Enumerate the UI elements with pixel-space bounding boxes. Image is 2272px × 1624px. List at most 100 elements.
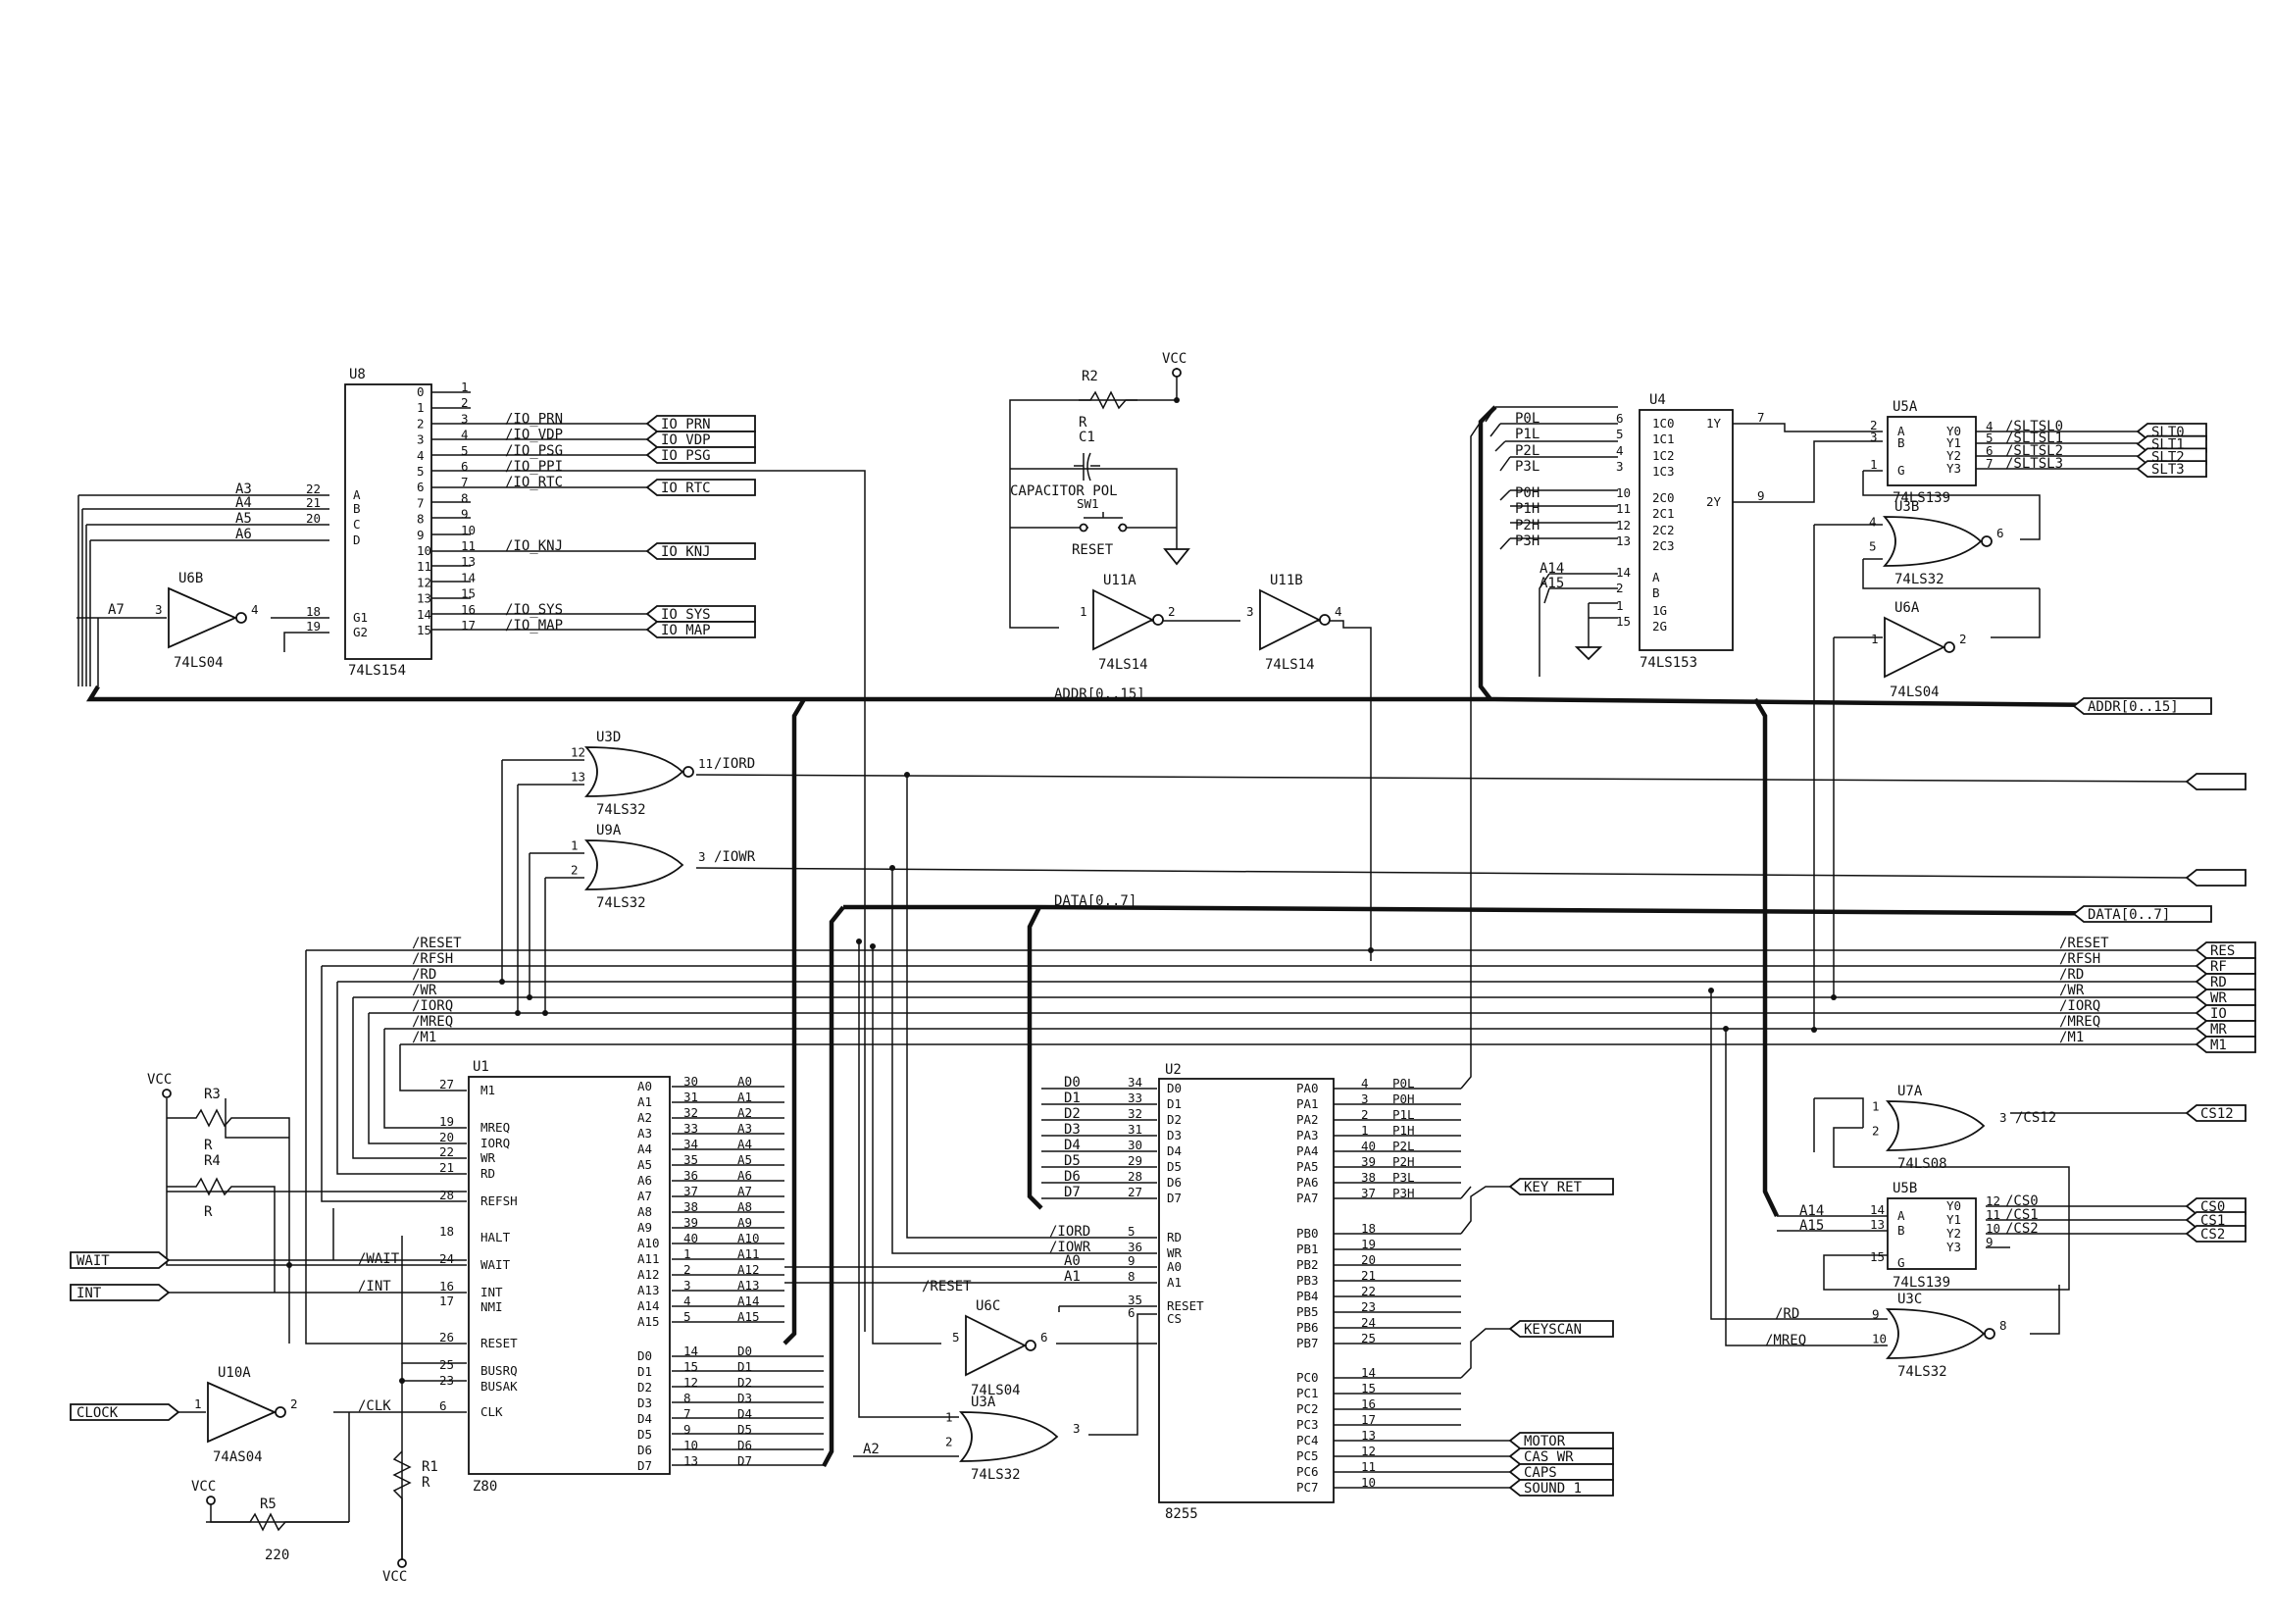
u2-pa-pin: PA2	[1296, 1112, 1319, 1127]
port-ctrl-rd: RD	[2195, 973, 2256, 990]
u9a-ref: U9A	[596, 823, 622, 838]
u2-pin-WR: WR	[1167, 1245, 1183, 1260]
u1-data-num: 8	[683, 1391, 691, 1405]
u4-pinnum-1C1: 5	[1616, 427, 1624, 441]
u10a-in-pin: 1	[194, 1396, 202, 1411]
u1-addr-net: A12	[737, 1262, 760, 1277]
u10a-out-pin: 2	[290, 1396, 298, 1411]
u11a-inverter-symbol	[1092, 588, 1155, 651]
u4-pinnum-1C3: 3	[1616, 459, 1624, 474]
u1-body	[468, 1076, 671, 1475]
u8-out-1: 1	[417, 400, 425, 415]
u8-outnet: /IO_VDP	[505, 428, 563, 443]
u1-addr-pin: A6	[637, 1173, 652, 1188]
u5b-pin-A: A	[1897, 1208, 1905, 1223]
port-iowr-right-shape	[2185, 869, 2247, 887]
u2-pb-num: 23	[1361, 1299, 1376, 1314]
u5b-pinnum-Y1: 11	[1986, 1207, 2000, 1222]
u5b-net-/CS2: /CS2	[2005, 1221, 2039, 1237]
u2-pinnum-WR: 36	[1128, 1240, 1142, 1254]
u10a-part: 74AS04	[213, 1449, 263, 1465]
port-io_map-label: IO_MAP	[661, 623, 711, 638]
u1-addr-pin: A14	[637, 1298, 660, 1313]
u6c-in-pin: 5	[952, 1330, 960, 1345]
u1-pinnum-BUSAK: 23	[439, 1373, 454, 1388]
u2-ref: U2	[1165, 1062, 1182, 1078]
port-ctrl-wr: WR	[2195, 989, 2256, 1006]
u1-data-net: D5	[737, 1422, 752, 1437]
u5a-body	[1887, 416, 1977, 486]
u8-outnet: /IO_PPI	[505, 459, 563, 475]
u4-pin-2C1: 2C1	[1652, 506, 1675, 521]
u3a-out-pin: 3	[1073, 1421, 1081, 1436]
u3c-ref: U3C	[1897, 1292, 1922, 1307]
ctrl-net-right-6: /M1	[2059, 1030, 2084, 1045]
u10a-bubble	[275, 1406, 286, 1418]
u1-pinnum-WAIT: 24	[439, 1251, 454, 1266]
u2-pc-pin: PC0	[1296, 1370, 1319, 1385]
u8-ref: U8	[349, 367, 366, 382]
u5a-net-/SLTSL3: /SLTSL3	[2005, 456, 2063, 472]
ctrl-net-left-6: /M1	[412, 1030, 436, 1045]
u2-net-D6: D6	[1064, 1169, 1081, 1185]
u8-pin-G1: G1	[353, 610, 368, 625]
u2-pinnum-RESET: 35	[1128, 1293, 1142, 1307]
port-io_map: IO_MAP	[645, 621, 756, 638]
u4-body	[1639, 409, 1734, 651]
u5a-pin-Y3: Y3	[1946, 461, 1961, 476]
u8-outnum-9: 10	[461, 523, 476, 537]
u4-out-1Y: 1Y	[1706, 416, 1722, 431]
r2-resistor	[1079, 390, 1137, 410]
u2-pin-D3: D3	[1167, 1128, 1182, 1142]
u2-pb-num: 21	[1361, 1268, 1376, 1283]
u8-outnum-14: 16	[461, 602, 476, 617]
u4-net-P2H: P2H	[1515, 518, 1540, 533]
port-sound_1-shape	[1508, 1479, 1614, 1497]
u2-pinnum-RD: 5	[1128, 1224, 1136, 1239]
u8-out-3: 3	[417, 432, 425, 447]
u1-pin-RESET: RESET	[480, 1336, 518, 1350]
u8-outnum-15: 17	[461, 618, 476, 633]
u2-pinnum-CS: 6	[1128, 1305, 1136, 1320]
u1-addr-net: A11	[737, 1246, 760, 1261]
u1-addr-net: A8	[737, 1199, 752, 1214]
u4-part: 74LS153	[1640, 655, 1697, 671]
u3d-out-pin: 11	[698, 756, 713, 771]
u5a-net-/SLTSL1: /SLTSL1	[2005, 431, 2063, 446]
u8-outnum-1: 2	[461, 395, 469, 410]
u1-data-num: 15	[683, 1359, 698, 1374]
u1-addr-net: A0	[737, 1074, 752, 1089]
u2-pc-pin: PC7	[1296, 1480, 1319, 1495]
port-ctrl-res: RES	[2195, 941, 2256, 959]
u11b-out-pin: 4	[1335, 604, 1342, 619]
u8-pinnum-B: 21	[306, 495, 321, 510]
u1-addr-pin: A1	[637, 1094, 652, 1109]
u1-pinnum-WR: 22	[439, 1144, 454, 1159]
u2-pin-RD: RD	[1167, 1230, 1182, 1244]
u4-pin-2C2: 2C2	[1652, 523, 1675, 537]
u8-body	[344, 383, 432, 660]
port-io_psg-shape	[645, 446, 756, 464]
u2-pb-pin: PB6	[1296, 1320, 1319, 1335]
port-cs12: CS12	[2185, 1104, 2247, 1122]
u5b-body	[1887, 1197, 1977, 1270]
u6c-ref: U6C	[976, 1298, 1000, 1314]
u3c-part: 74LS32	[1897, 1364, 1947, 1380]
u4-pinnum-2C0: 10	[1616, 485, 1631, 500]
u8-outnum-5: 6	[461, 459, 469, 474]
u2-pb-num: 20	[1361, 1252, 1376, 1267]
port-io_rtc-label: IO_RTC	[661, 481, 711, 496]
u4-outnum-2Y: 9	[1757, 488, 1765, 503]
u1-addr-pin: A3	[637, 1126, 652, 1141]
u8-outnet: /IO_MAP	[505, 618, 563, 634]
port-iord-right	[2185, 773, 2247, 790]
u2-pa-num: 2	[1361, 1107, 1369, 1122]
chip-u4: U474LS1531C06P0L1C15P1L1C24P2L1C33P3L2C0…	[1515, 392, 1765, 671]
u1-addr-net: A3	[737, 1121, 752, 1136]
u5a-pin-Y2: Y2	[1946, 448, 1961, 463]
u2-net-RD: /IORD	[1049, 1224, 1090, 1240]
